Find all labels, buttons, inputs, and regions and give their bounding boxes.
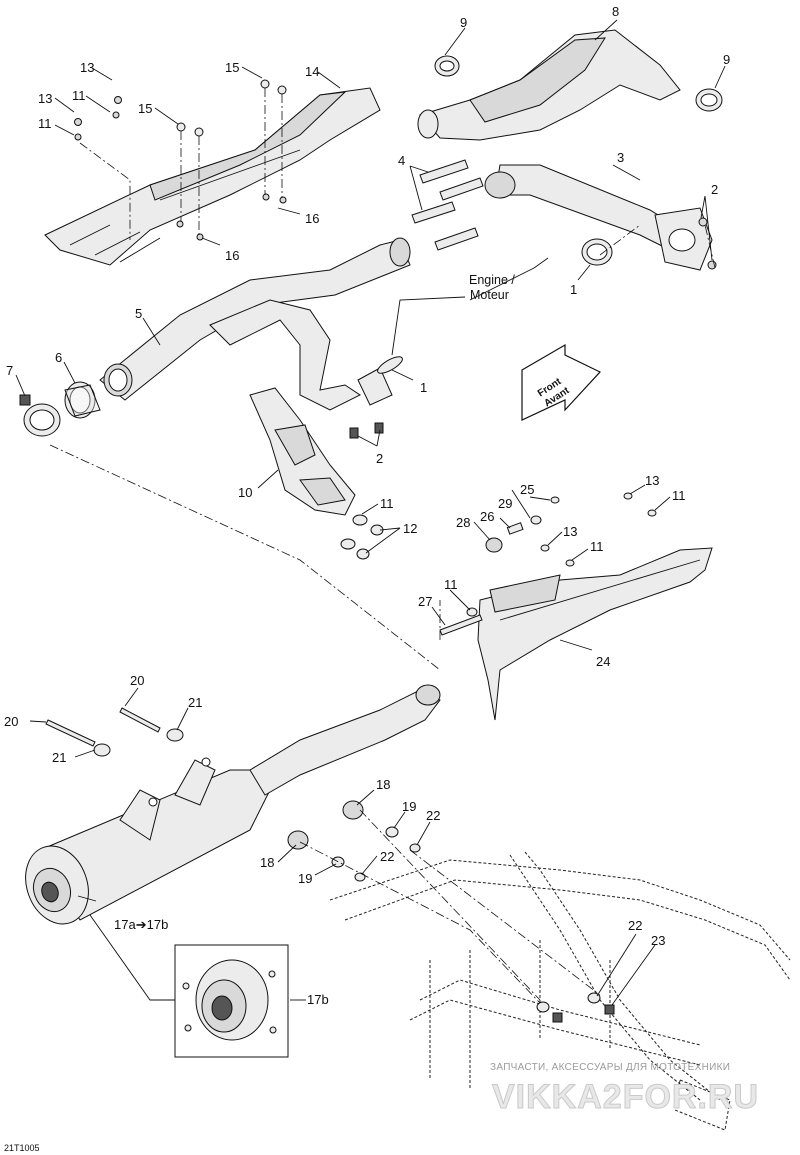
y-pipe-5 [99, 237, 411, 411]
callout-19: 19 [298, 871, 312, 886]
front-direction-arrow [521, 343, 601, 421]
callout-21: 21 [188, 695, 202, 710]
callout-22: 22 [426, 808, 440, 823]
callout-16: 16 [225, 248, 239, 263]
callout-27: 27 [418, 594, 432, 609]
callout-14: 14 [305, 64, 319, 79]
callout-1: 1 [420, 380, 427, 395]
callout-11: 11 [444, 577, 458, 592]
shield-fasteners [74, 79, 287, 241]
callout-20: 20 [4, 714, 18, 729]
callout-17a: 17a➔17b [114, 917, 168, 932]
callout-9: 9 [723, 52, 730, 67]
arrow-glyph: ➔ [136, 917, 147, 932]
heat-shield-24 [477, 547, 713, 721]
callout-17a-text: 17a [114, 917, 136, 932]
callout-15: 15 [225, 60, 239, 75]
callout-11: 11 [380, 496, 394, 511]
callout-25: 25 [520, 482, 534, 497]
callout-13: 13 [80, 60, 94, 75]
callout-21: 21 [52, 750, 66, 765]
callout-24: 24 [596, 654, 610, 669]
callout-3: 3 [617, 150, 624, 165]
leader-lines [15, 19, 726, 1006]
flange-1 [357, 356, 403, 406]
pipe-3 [484, 164, 713, 271]
heat-shield-10 [249, 387, 356, 516]
callout-29: 29 [498, 496, 512, 511]
sleeve-6 [64, 381, 101, 419]
callout-8: 8 [612, 4, 619, 19]
callout-15: 15 [138, 101, 152, 116]
callout-13: 13 [38, 91, 52, 106]
callout-6: 6 [55, 350, 62, 365]
clamp-7 [19, 394, 61, 437]
callout-11: 11 [672, 488, 686, 503]
clamp-9-right [695, 88, 723, 112]
callout-10: 10 [238, 485, 252, 500]
nuts-2-center [349, 422, 384, 439]
callout-20: 20 [130, 673, 144, 688]
heat-shield-14 [44, 87, 381, 266]
callout-2: 2 [376, 451, 383, 466]
callout-2: 2 [711, 182, 718, 197]
callout-22: 22 [628, 918, 642, 933]
watermark-text: ЗАПЧАСТИ, АКСЕССУАРЫ ДЛЯ МОТОТЕХНИКИ [490, 1062, 730, 1073]
gasket-1-top [581, 238, 613, 266]
engine-label-fr: Moteur [470, 288, 509, 302]
callout-5: 5 [135, 306, 142, 321]
manifold-8 [417, 29, 681, 141]
callout-9: 9 [460, 15, 467, 30]
springs-4 [411, 159, 484, 251]
frame-nuts-22-23 [536, 992, 615, 1023]
callout-19: 19 [402, 799, 416, 814]
callout-23: 23 [651, 933, 665, 948]
watermark-logo: VIKKA2FOR.RU [492, 1078, 759, 1116]
callout-13: 13 [563, 524, 577, 539]
callout-26: 26 [480, 509, 494, 524]
shield-24-fasteners [439, 492, 657, 636]
callout-17b-ref: 17b [147, 917, 169, 932]
muffler-17a [25, 684, 441, 925]
detail-box-17b [174, 944, 289, 1058]
washers-11-12 [340, 514, 384, 560]
diagram-code: 21T1005 [4, 1143, 40, 1153]
callout-12: 12 [403, 521, 417, 536]
clamp-9-left [434, 55, 460, 77]
callout-11: 11 [590, 539, 604, 554]
callout-18: 18 [260, 855, 274, 870]
callout-18: 18 [376, 777, 390, 792]
callout-22: 22 [380, 849, 394, 864]
callout-11: 11 [38, 116, 52, 131]
engine-label: Engine / [469, 273, 515, 287]
callout-11: 11 [72, 88, 86, 103]
callout-7: 7 [6, 363, 13, 378]
grommets-18-19-22 [287, 800, 421, 882]
callout-28: 28 [456, 515, 470, 530]
callout-4: 4 [398, 153, 405, 168]
bolts-20-21 [45, 707, 184, 757]
callout-16: 16 [305, 211, 319, 226]
callout-1: 1 [570, 282, 577, 297]
callout-13: 13 [645, 473, 659, 488]
callout-17b: 17b [307, 992, 329, 1007]
